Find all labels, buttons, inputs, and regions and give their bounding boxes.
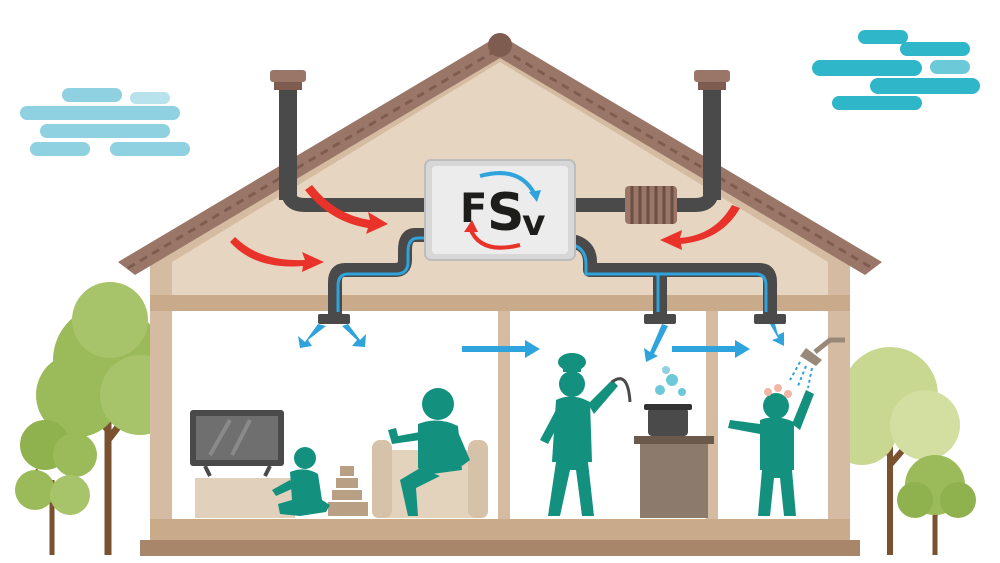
shower-head [789,337,845,389]
cloud-right [812,30,980,110]
toy-blocks [328,466,368,516]
person-child-playing [272,447,330,516]
tree-right-small [897,455,976,555]
vent-pipe-right [694,70,730,200]
fresh-air-arrow-to-bathroom [672,340,750,358]
person-chef [540,353,632,516]
vent-pipe-left [270,70,306,200]
cooking-pot [644,366,692,436]
fresh-air-arrow-to-kitchen [462,340,540,358]
logo-blue-arrow [479,171,537,196]
warm-air-arrow-left-upper [305,185,388,234]
cloud-left [20,88,190,156]
warm-air-arrows [230,185,740,272]
warm-air-arrow-left-lower [230,237,324,272]
fsv-ventilation-unit: F S v [424,159,576,261]
tv-stand [195,478,295,518]
tv [190,410,284,477]
duct-system [281,189,777,320]
logo-red-arrow [468,227,521,250]
diffusers [318,314,786,324]
fresh-air-arrow-bathroom [770,324,784,346]
fresh-air-arrow-living-left [298,324,326,348]
stove [634,436,714,518]
logo-letter-s: S [487,183,524,243]
person-showering [728,384,814,516]
person-sitting-adult [388,388,470,516]
logo-letter-v: v [522,203,545,244]
warm-air-arrow-right [660,205,740,250]
fresh-air-arrows [298,324,784,362]
heat-exchanger-coil [625,186,677,224]
fresh-air-arrow-living-right [342,324,366,347]
roof [118,33,882,275]
tree-left-small [15,420,97,555]
fresh-air-arrow-kitchen-down [644,324,668,362]
